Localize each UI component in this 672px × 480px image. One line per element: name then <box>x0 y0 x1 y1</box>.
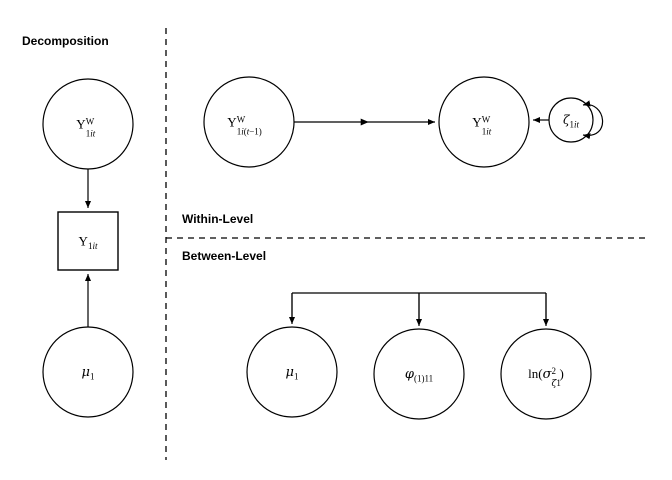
title-within-level: Within-Level <box>182 212 254 226</box>
label-node-mu-between: μ1 <box>285 365 299 382</box>
edge-midpoint-marker <box>360 118 369 126</box>
title-between-level: Between-Level <box>182 249 267 263</box>
edge-zeta-self-loop <box>582 100 604 140</box>
node-yw-current <box>438 76 530 168</box>
node-y-observed <box>57 211 119 271</box>
node-phi-between <box>373 328 465 420</box>
label-node-mu-decomposition: μ1 <box>81 365 95 382</box>
title-decomposition: Decomposition <box>22 34 109 48</box>
label-node-zeta: ζ1it <box>562 113 580 130</box>
label-node-phi-between: φ(1)11 <box>404 367 434 384</box>
node-mu-between <box>246 326 338 418</box>
label-node-y-observed: Y1it <box>78 233 98 252</box>
node-lnsigma-between <box>500 328 592 420</box>
